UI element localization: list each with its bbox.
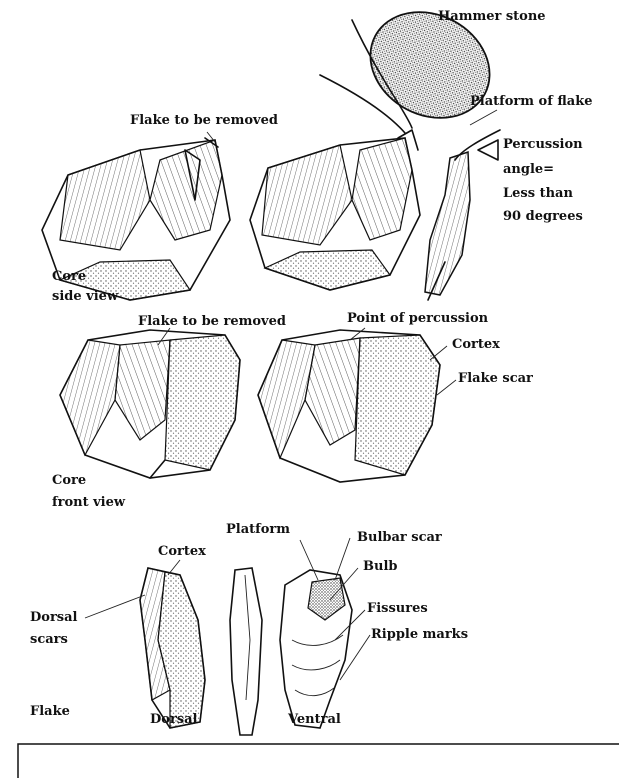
label-flake: Flake <box>30 705 70 718</box>
label-cortex-flake: Cortex <box>158 545 206 558</box>
label-percussion: Percussion <box>503 138 583 151</box>
flake-ventral-view <box>280 570 352 728</box>
percussion-angle-marker <box>478 140 498 160</box>
label-platform: Platform <box>226 523 290 536</box>
label-front-view: front view <box>52 496 125 509</box>
label-hammer-stone: Hammer stone <box>438 10 546 23</box>
core-front-view-left <box>60 330 240 478</box>
label-flake-to-be-removed-top: Flake to be removed <box>130 114 278 127</box>
label-flake-to-be-removed-mid: Flake to be removed <box>138 315 286 328</box>
label-platform-of-flake: Platform of flake <box>470 95 592 108</box>
label-dorsal-scars-1: Dorsal <box>30 611 77 624</box>
flake-side-view <box>230 568 262 735</box>
bottom-frame <box>18 744 619 778</box>
label-dorsal-scars-2: scars <box>30 633 68 646</box>
label-cortex-core: Cortex <box>452 338 500 351</box>
label-core-side: Core <box>52 270 86 283</box>
label-less-than: Less than <box>503 187 573 200</box>
label-core-front: Core <box>52 474 86 487</box>
label-dorsal: Dorsal <box>150 713 197 726</box>
label-flake-scar: Flake scar <box>458 372 533 385</box>
label-ventral: Ventral <box>288 713 341 726</box>
label-percussion-angle: angle= <box>503 163 554 176</box>
label-bulbar-scar: Bulbar scar <box>357 531 442 544</box>
detached-flake-side <box>425 152 470 300</box>
label-fissures: Fissures <box>367 602 428 615</box>
label-ripple-marks: Ripple marks <box>371 628 468 641</box>
flake-dorsal-view <box>140 568 205 728</box>
label-bulb: Bulb <box>363 560 397 573</box>
label-90-degrees: 90 degrees <box>503 210 583 223</box>
label-point-of-percussion: Point of percussion <box>347 312 488 325</box>
core-side-view-right <box>250 130 420 290</box>
label-side-view: side view <box>52 290 118 303</box>
core-front-view-right <box>258 330 440 482</box>
